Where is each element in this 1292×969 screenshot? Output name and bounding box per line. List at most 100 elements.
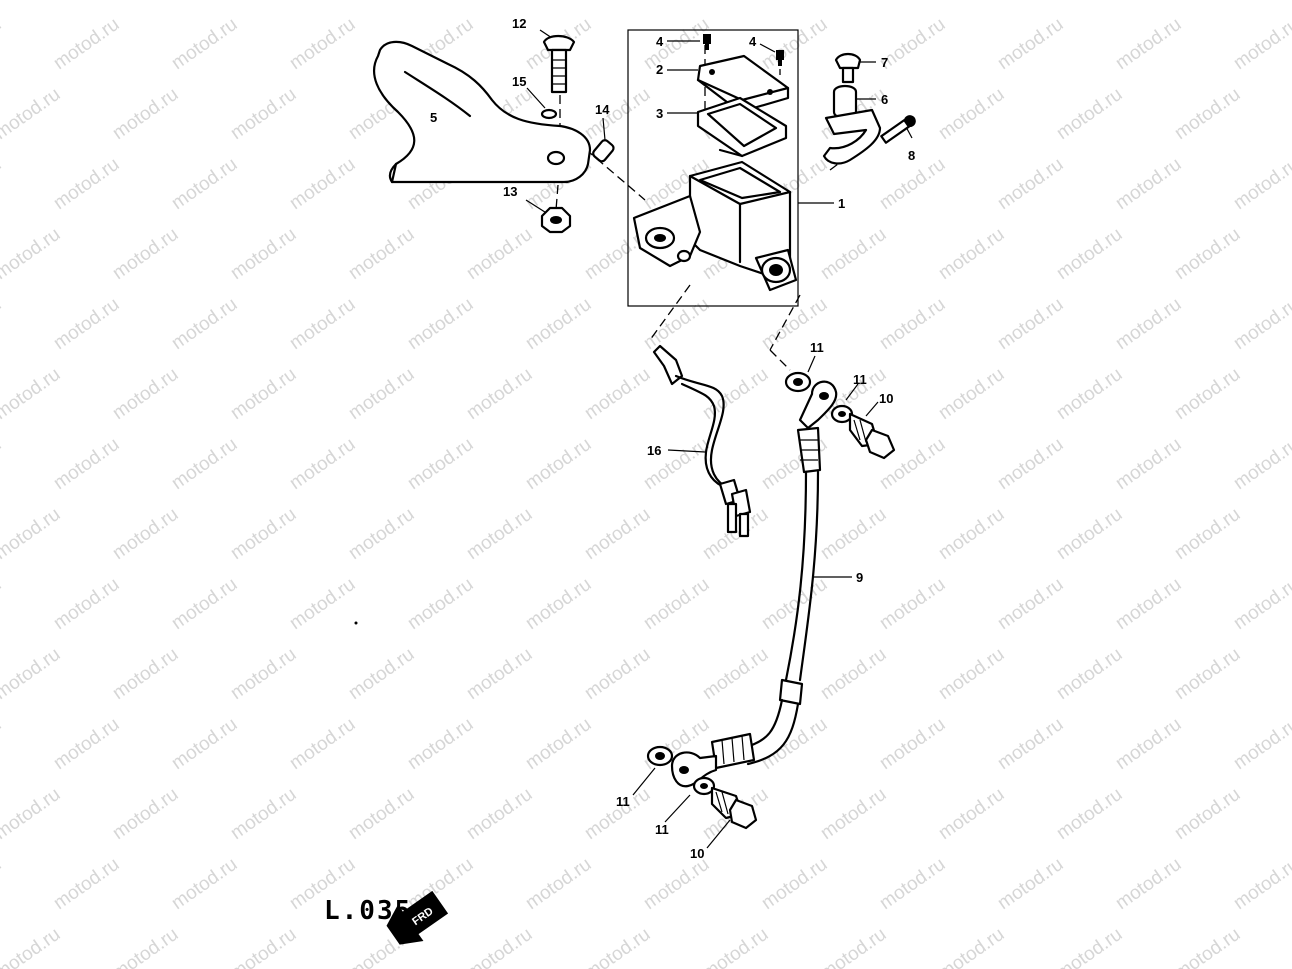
watermark-text: motod.ru bbox=[345, 504, 418, 564]
watermark-text: motod.ru bbox=[0, 14, 5, 74]
watermark-text: motod.ru bbox=[0, 294, 5, 354]
watermark-text: motod.ru bbox=[994, 14, 1067, 74]
watermark-text: motod.ru bbox=[0, 84, 64, 144]
watermark-text: motod.ru bbox=[935, 924, 1008, 969]
watermark-text: motod.ru bbox=[404, 714, 477, 774]
watermark-text: motod.ru bbox=[109, 224, 182, 284]
watermark-text: motod.ru bbox=[168, 434, 241, 494]
upper-union-bolt bbox=[848, 412, 896, 460]
watermark-text: motod.ru bbox=[935, 644, 1008, 704]
watermark-text: motod.ru bbox=[935, 84, 1008, 144]
watermark-text: motod.ru bbox=[1112, 154, 1185, 214]
watermark-text: motod.ru bbox=[1230, 714, 1292, 774]
watermark-text: motod.ru bbox=[168, 714, 241, 774]
watermark-text: motod.ru bbox=[1230, 154, 1292, 214]
watermark-text: motod.ru bbox=[1171, 364, 1244, 424]
watermark-text: motod.ru bbox=[1171, 644, 1244, 704]
watermark-text: motod.ru bbox=[404, 574, 477, 634]
callout-14: 14 bbox=[595, 102, 610, 117]
watermark-text: motod.ru bbox=[0, 574, 5, 634]
watermark-text: motod.ru bbox=[50, 574, 123, 634]
watermark-text: motod.ru bbox=[0, 224, 64, 284]
watermark-text: motod.ru bbox=[699, 364, 772, 424]
callout-12: 12 bbox=[512, 16, 526, 31]
master-cylinder-holder bbox=[822, 84, 882, 165]
watermark-text: motod.ru bbox=[1053, 924, 1126, 969]
watermark-text: motod.ru bbox=[522, 854, 595, 914]
watermark-text: motod.ru bbox=[817, 504, 890, 564]
watermark-text: motod.ru bbox=[345, 784, 418, 844]
watermark-text: motod.ru bbox=[758, 14, 831, 74]
watermark-text: motod.ru bbox=[935, 0, 1008, 4]
brake-lever bbox=[373, 40, 592, 184]
watermark-text: motod.ru bbox=[1112, 854, 1185, 914]
watermark-text: motod.ru bbox=[463, 924, 536, 969]
watermark-text: motod.ru bbox=[1112, 434, 1185, 494]
watermark-text: motod.ru bbox=[581, 784, 654, 844]
watermark-text: motod.ru bbox=[640, 854, 713, 914]
watermark-text: motod.ru bbox=[1230, 294, 1292, 354]
watermark-text: motod.ru bbox=[286, 714, 359, 774]
watermark-text: motod.ru bbox=[0, 154, 5, 214]
watermark-text: motod.ru bbox=[50, 294, 123, 354]
watermark-text: motod.ru bbox=[935, 504, 1008, 564]
upper-banjo-fitting bbox=[784, 371, 854, 430]
holder-bolt bbox=[880, 115, 916, 144]
watermark-text: motod.ru bbox=[817, 784, 890, 844]
watermark-text: motod.ru bbox=[876, 714, 949, 774]
watermark-text: motod.ru bbox=[1171, 504, 1244, 564]
lower-banjo-fitting bbox=[646, 745, 718, 796]
callout-4a: 4 bbox=[656, 34, 664, 49]
watermark-text: motod.ru bbox=[1053, 364, 1126, 424]
watermark-text: motod.ru bbox=[876, 294, 949, 354]
watermark-text: motod.ru bbox=[935, 224, 1008, 284]
watermark-text: motod.ru bbox=[50, 854, 123, 914]
watermark-text: motod.ru bbox=[345, 364, 418, 424]
callout-3: 3 bbox=[656, 106, 663, 121]
watermark-text: motod.ru bbox=[168, 294, 241, 354]
watermark-text: motod.ru bbox=[168, 154, 241, 214]
watermark-text: motod.ru bbox=[50, 14, 123, 74]
watermark-text: motod.ru bbox=[345, 644, 418, 704]
watermark-text: motod.ru bbox=[817, 644, 890, 704]
watermark-text: motod.ru bbox=[463, 784, 536, 844]
pivot-bolt bbox=[542, 34, 576, 94]
master-cylinder-group-frame bbox=[627, 29, 799, 307]
watermark-text: motod.ru bbox=[168, 574, 241, 634]
watermark-text: motod.ru bbox=[0, 504, 64, 564]
watermark-text: motod.ru bbox=[522, 714, 595, 774]
watermark-text: motod.ru bbox=[1171, 84, 1244, 144]
watermark-text: motod.ru bbox=[994, 154, 1067, 214]
callout-7: 7 bbox=[881, 55, 888, 70]
callout-10a: 10 bbox=[879, 391, 893, 406]
watermark-text: motod.ru bbox=[463, 504, 536, 564]
watermark-text: motod.ru bbox=[581, 84, 654, 144]
watermark-text: motod.ru bbox=[1171, 0, 1244, 4]
callout-10b: 10 bbox=[690, 846, 704, 861]
watermark-text: motod.ru bbox=[1230, 434, 1292, 494]
watermark-text: motod.ru bbox=[1053, 84, 1126, 144]
watermark-text: motod.ru bbox=[109, 644, 182, 704]
watermark-text: motod.ru bbox=[463, 224, 536, 284]
watermark-text: motod.ru bbox=[463, 364, 536, 424]
lower-union-bolt bbox=[710, 786, 758, 830]
watermark-text: motod.ru bbox=[0, 924, 64, 969]
brake-switch bbox=[652, 344, 752, 538]
callout-13: 13 bbox=[503, 184, 517, 199]
diaphragm bbox=[696, 96, 788, 158]
watermark-text: motod.ru bbox=[345, 224, 418, 284]
callout-1: 1 bbox=[838, 196, 845, 211]
watermark-text: motod.ru bbox=[699, 924, 772, 969]
watermark-text: motod.ru bbox=[227, 364, 300, 424]
o-ring bbox=[540, 108, 558, 120]
watermark-text: motod.ru bbox=[935, 364, 1008, 424]
callout-9: 9 bbox=[856, 570, 863, 585]
watermark-text: motod.ru bbox=[817, 924, 890, 969]
watermark-text: motod.ru bbox=[463, 0, 536, 4]
callout-11d: 11 bbox=[655, 822, 669, 837]
watermark-text: motod.ru bbox=[1230, 14, 1292, 74]
watermark-text: motod.ru bbox=[463, 644, 536, 704]
watermark-text: motod.ru bbox=[1171, 924, 1244, 969]
